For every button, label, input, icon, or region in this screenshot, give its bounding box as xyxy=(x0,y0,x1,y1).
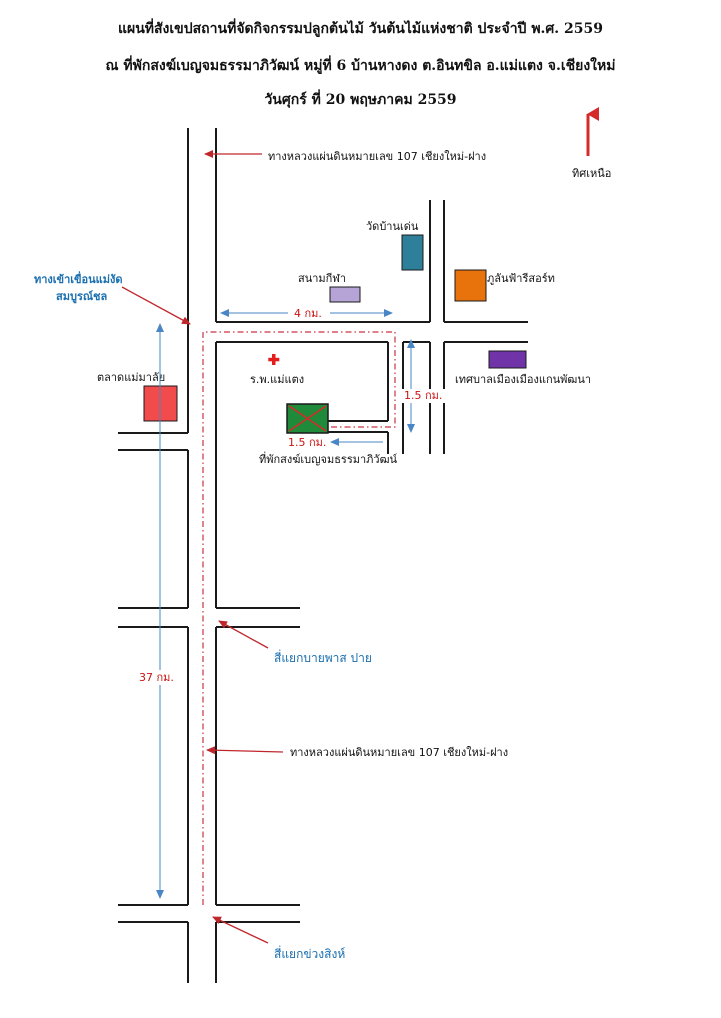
highway-top-label: ทางหลวงแผ่นดินหมายเลข 107 เชียงใหม่-ฝาง xyxy=(268,150,486,163)
highway-mid-arrow xyxy=(206,746,284,755)
north-label: ทิศเหนือ xyxy=(572,167,611,180)
measure-1-5km-vertical-label: 1.5 กม. xyxy=(404,389,442,402)
resort-marker xyxy=(454,269,487,302)
measure-4km-label: 4 กม. xyxy=(294,307,322,320)
temple-label: วัดบ้านเด่น xyxy=(366,220,419,233)
map-title-line-1: แผนที่สังเขปสถานที่จัดกิจกรรมปลูกต้นไม้ … xyxy=(117,21,604,37)
municipality-label: เทศบาลเมืองเมืองแกนพัฒนา xyxy=(455,373,591,386)
bypass-junction-label: สี่แยกบายพาส ปาย xyxy=(274,649,372,665)
dam-entrance-label-line-1: ทางเข้าเขื่อนแม่งัด xyxy=(34,271,123,286)
measure-37km-label: 37 กม. xyxy=(139,671,174,684)
khuangsing-junction-arrow xyxy=(212,916,269,944)
road-network xyxy=(118,128,528,983)
map-title-line-2: ณ ที่พักสงฆ์เบญจมธรรมาภิวัฒน์ หมู่ที่ 6 … xyxy=(105,58,616,74)
measure-37km-bg xyxy=(132,670,180,685)
dam-entrance-label-line-2: สมบูรณ์ชล xyxy=(56,290,108,304)
highway-mid-label: ทางหลวงแผ่นดินหมายเลข 107 เชียงใหม่-ฝาง xyxy=(290,746,508,759)
monastery-label: ที่พักสงฆ์เบญจมธรรมาภิวัฒน์ xyxy=(259,451,398,466)
resort-label: ภูลันฟ้ารีสอร์ท xyxy=(487,272,555,285)
monastery-marker xyxy=(286,403,329,434)
map-title-line-3: วันศุกร์ ที่ 20 พฤษภาคม 2559 xyxy=(264,92,457,108)
municipality-marker xyxy=(488,350,527,369)
hospital-label: ร.พ.แม่แตง xyxy=(250,373,304,386)
market-label: ตลาดแม่มาลัย xyxy=(97,371,165,384)
stadium-label: สนามกีฬา xyxy=(298,272,346,285)
measure-1-5km-vertical-bg xyxy=(402,389,448,403)
route-dashed-line xyxy=(202,331,396,905)
stadium-marker xyxy=(329,286,361,303)
red-cross-icon xyxy=(268,354,280,365)
measure-1-5km-horizontal-label: 1.5 กม. xyxy=(288,436,326,449)
bypass-junction-arrow xyxy=(218,620,269,649)
temple-marker xyxy=(401,234,424,271)
khuangsing-junction-label: สี่แยกข่วงสิงห์ xyxy=(274,945,345,961)
dam-entrance-arrow xyxy=(121,286,191,325)
measure-4km-bg xyxy=(288,306,330,320)
